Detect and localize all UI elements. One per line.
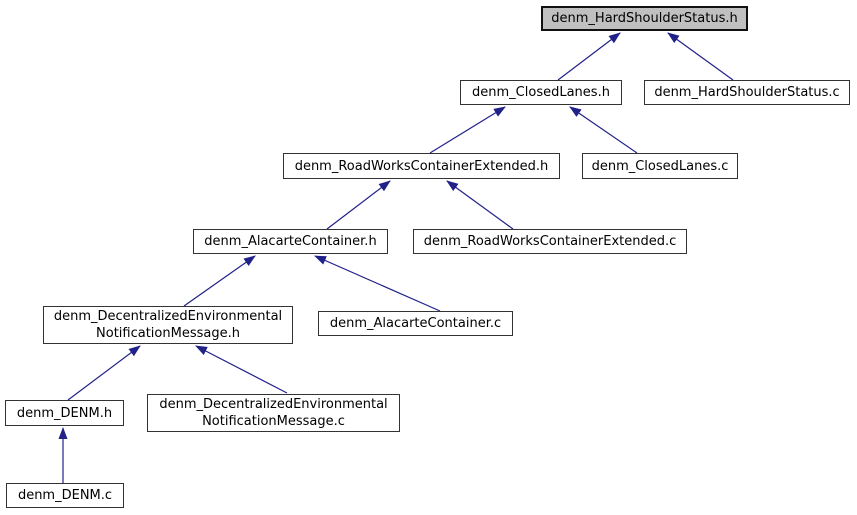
include-edge-closedlanes-c-to-closedlanes-h <box>569 106 638 154</box>
graph-node-hardshoulderstatus-c[interactable]: denm_HardShoulderStatus.c <box>644 80 850 105</box>
include-edge-roadworkscontainerextended-h-to-closedlanes-h <box>429 106 506 154</box>
include-edge-decentralizedenvironmentalnotificationmessage-c-to-decentralizedenvironmentalnotificationmessage-h <box>195 345 288 394</box>
graph-node-label: denm_RoadWorksContainerExtended.h <box>294 158 549 174</box>
graph-node-label: denm_DENM.c <box>17 488 113 503</box>
graph-node-label: denm_AlacarteContainer.h <box>204 234 377 249</box>
include-edge-roadworkscontainerextended-c-to-roadworkscontainerextended-h <box>446 180 514 230</box>
graph-node-closedlanes-h[interactable]: denm_ClosedLanes.h <box>460 80 622 105</box>
include-edge-alacartecontainer-c-to-alacartecontainer-h <box>314 255 441 312</box>
graph-node-label: NotificationMessage.c <box>202 414 345 429</box>
graph-node-alacartecontainer-h[interactable]: denm_AlacarteContainer.h <box>193 229 388 254</box>
graph-node-label: denm_ClosedLanes.h <box>472 85 610 100</box>
graph-node-label: denm_HardShoulderStatus.h <box>551 11 738 26</box>
include-edge-decentralizedenvironmentalnotificationmessage-h-to-alacartecontainer-h <box>183 255 256 307</box>
include-edge-hardshoulderstatus-c-to-hardshoulderstatus-h <box>667 32 734 81</box>
include-edge-alacartecontainer-h-to-roadworkscontainerextended-h <box>326 180 391 230</box>
graph-node-roadworkscontainerextended-c[interactable]: denm_RoadWorksContainerExtended.c <box>413 229 687 254</box>
include-edge-closedlanes-h-to-hardshoulderstatus-h <box>557 32 621 81</box>
graph-node-label: NotificationMessage.h <box>96 326 240 341</box>
graph-node-label: denm_RoadWorksContainerExtended.c <box>423 234 677 249</box>
graph-node-label: denm_DENM.h <box>16 405 113 421</box>
graph-node-label: denm_HardShoulderStatus.c <box>654 85 840 100</box>
graph-node-label: denm_DecentralizedEnvironmental <box>53 309 283 324</box>
include-edge-denm-h-to-decentralizedenvironmentalnotificationmessage-h <box>67 345 141 401</box>
graph-node-closedlanes-c[interactable]: denm_ClosedLanes.c <box>582 153 738 179</box>
graph-node-roadworkscontainerextended-h[interactable]: denm_RoadWorksContainerExtended.h <box>283 153 560 179</box>
graph-node-label: denm_ClosedLanes.c <box>591 158 729 174</box>
graph-node-label: denm_DecentralizedEnvironmental <box>159 397 388 412</box>
graph-node-denm-c[interactable]: denm_DENM.c <box>6 483 124 508</box>
graph-node-hardshoulderstatus-h[interactable]: denm_HardShoulderStatus.h <box>541 6 748 31</box>
graph-node-label: denm_AlacarteContainer.c <box>329 316 502 331</box>
graph-node-alacartecontainer-c[interactable]: denm_AlacarteContainer.c <box>318 311 513 336</box>
graph-node-denm-h[interactable]: denm_DENM.h <box>5 400 124 426</box>
